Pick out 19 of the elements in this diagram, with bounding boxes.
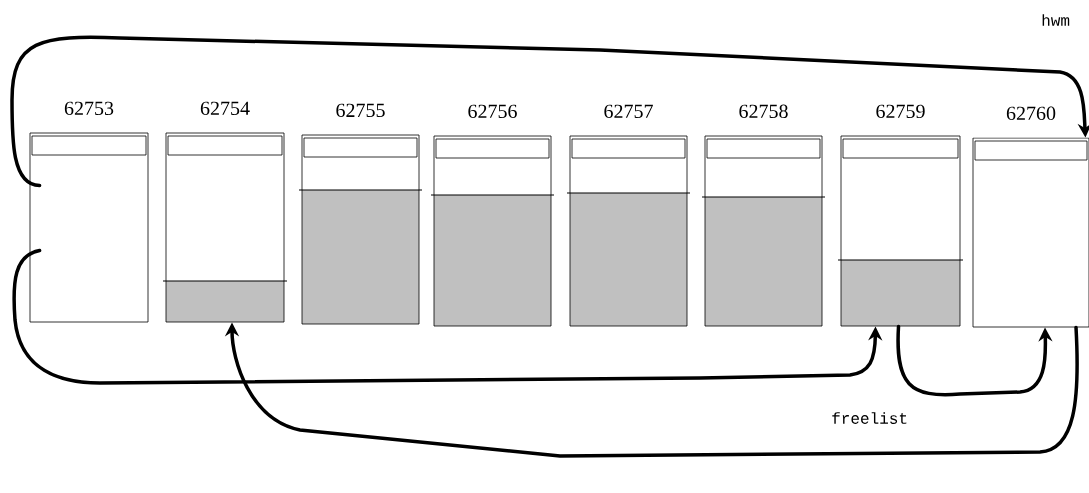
node-label: 62758	[739, 104, 788, 119]
note-label: hwm	[1042, 14, 1070, 26]
note-label: freelist	[832, 412, 907, 424]
node-label: 62757	[604, 104, 653, 119]
memory-block: 62757	[566, 104, 691, 327]
node-label: 62754	[200, 101, 250, 116]
node-label: 62756	[468, 104, 517, 119]
memory-block: 62753	[29, 101, 149, 323]
memory-block: 62760	[972, 106, 1089, 328]
memory-block: 62758	[701, 104, 826, 327]
arrow	[10, 35, 1089, 188]
node-label: 62755	[336, 103, 385, 118]
node-label: 62760	[1006, 106, 1056, 121]
memory-block: 62756	[430, 104, 555, 327]
memory-block: 62754	[162, 101, 288, 323]
node-label: 62753	[64, 101, 114, 116]
memory-block: 62759	[837, 104, 964, 327]
memory-block: 62755	[298, 103, 423, 325]
node-label: 62759	[876, 104, 925, 119]
